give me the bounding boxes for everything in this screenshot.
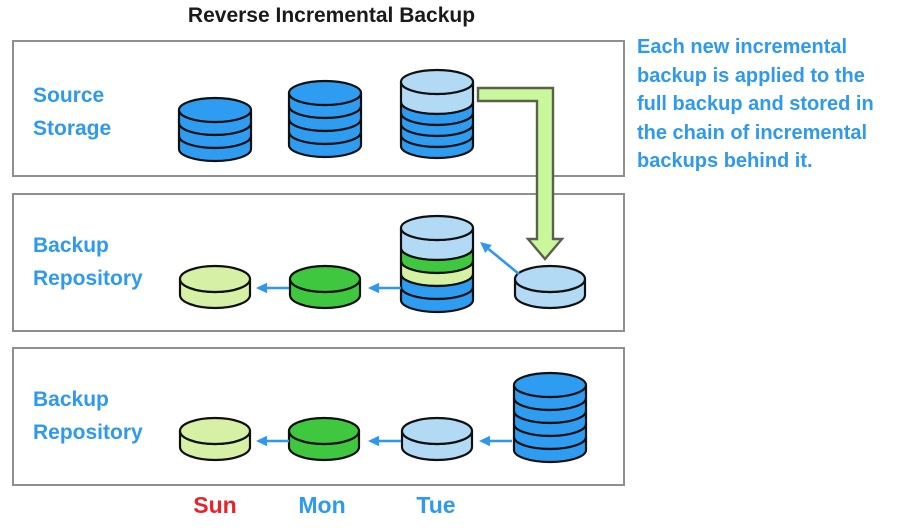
backup-repository-2-label: Backup Repository — [33, 383, 143, 449]
day-label-sun: Sun — [193, 492, 237, 518]
annotation-line-2: backup is applied to the — [637, 64, 865, 87]
annotation-line-1: Each new incremental — [637, 36, 848, 58]
backup-repository-2-label-line2: Repository — [33, 421, 143, 444]
backup-repository-2-label-line1: Backup — [33, 388, 109, 411]
annotation-line-3: full backup and stored in — [637, 93, 874, 115]
page-title: Reverse Incremental Backup — [187, 4, 476, 27]
annotation-line-5: backups behind it. — [637, 150, 813, 172]
day-label-mon: Mon — [298, 492, 346, 518]
annotation-line-4: the chain of incremental — [637, 121, 868, 144]
source-storage-label-line2: Storage — [33, 117, 112, 140]
annotation-text: Each new incremental backup is applied t… — [637, 33, 923, 176]
backup-repository-1-label-line2: Repository — [33, 267, 143, 290]
day-label-tue: Tue — [416, 492, 456, 518]
backup-repository-1-label-line1: Backup — [33, 234, 109, 257]
backup-repository-1-label: Backup Repository — [33, 229, 143, 295]
source-storage-label: Source Storage — [33, 79, 111, 145]
source-storage-label-line1: Source — [33, 84, 105, 107]
